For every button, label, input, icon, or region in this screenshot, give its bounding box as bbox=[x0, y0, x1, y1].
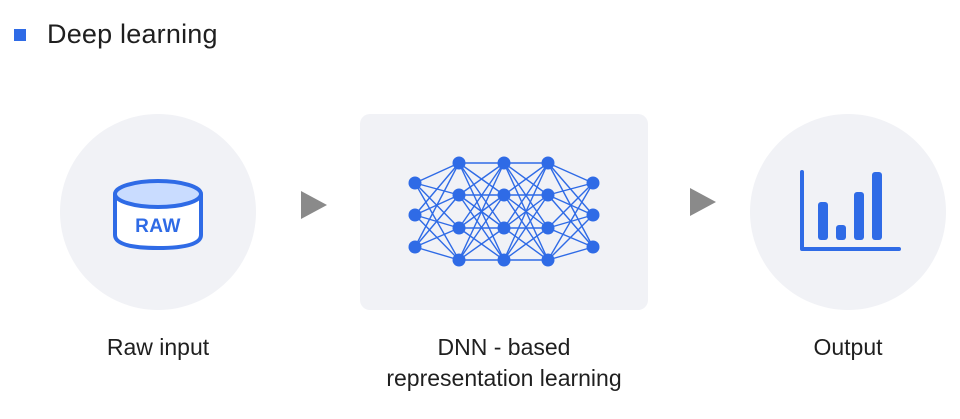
nn-node bbox=[452, 188, 466, 202]
nn-connection bbox=[414, 162, 460, 184]
raw-input-label: Raw input bbox=[106, 334, 210, 360]
nn-connection bbox=[547, 214, 594, 261]
bullet-square-icon bbox=[14, 29, 26, 41]
nn-connection bbox=[458, 162, 505, 261]
nn-connection bbox=[547, 182, 594, 229]
nn-node bbox=[408, 208, 422, 222]
nn-node bbox=[586, 240, 600, 254]
nn-connection bbox=[547, 162, 594, 184]
nn-connection bbox=[414, 227, 460, 248]
nn-node bbox=[586, 176, 600, 190]
output-panel bbox=[750, 114, 946, 310]
section-header: Deep learning bbox=[14, 14, 218, 54]
nn-connection bbox=[503, 194, 549, 261]
nn-connection bbox=[458, 162, 505, 229]
raw-icon-text: RAW bbox=[135, 216, 181, 237]
nn-node bbox=[452, 156, 466, 170]
nn-connection bbox=[414, 246, 460, 261]
nn-connection bbox=[503, 162, 549, 261]
nn-node bbox=[541, 188, 555, 202]
output-label: Output bbox=[813, 334, 883, 360]
nn-connection bbox=[414, 162, 460, 216]
nn-connection bbox=[458, 227, 505, 261]
nn-connection bbox=[503, 162, 549, 196]
bar-chart-icon bbox=[800, 170, 901, 251]
nn-connections bbox=[414, 162, 594, 261]
nn-connection bbox=[547, 182, 594, 261]
dnn-label-line2: representation learning bbox=[386, 365, 622, 391]
nn-node bbox=[541, 221, 555, 235]
section-title: Deep learning bbox=[47, 18, 218, 49]
nn-node bbox=[497, 253, 511, 267]
neural-network-icon bbox=[408, 156, 600, 267]
nn-node bbox=[586, 208, 600, 222]
database-raw-icon: RAW bbox=[113, 179, 203, 250]
dnn-panel bbox=[360, 114, 648, 310]
nn-connection bbox=[414, 194, 460, 248]
nn-node bbox=[452, 221, 466, 235]
arrow-right-icon bbox=[301, 191, 327, 219]
nn-node bbox=[408, 240, 422, 254]
arrow-right-icon bbox=[690, 188, 716, 216]
dnn-label: DNN - based representation learning bbox=[354, 332, 654, 394]
nn-connection bbox=[547, 246, 594, 261]
nn-node bbox=[497, 221, 511, 235]
nn-nodes bbox=[408, 156, 600, 267]
nn-node bbox=[497, 156, 511, 170]
raw-input-panel: RAW bbox=[60, 114, 256, 310]
nn-connection bbox=[414, 162, 460, 248]
nn-node bbox=[541, 156, 555, 170]
nn-connection bbox=[458, 162, 505, 196]
nn-connection bbox=[547, 182, 594, 196]
nn-node bbox=[408, 176, 422, 190]
nn-connection bbox=[503, 162, 549, 229]
nn-connection bbox=[503, 227, 549, 261]
nn-node bbox=[452, 253, 466, 267]
nn-node bbox=[497, 188, 511, 202]
nn-connection bbox=[458, 194, 505, 261]
nn-node bbox=[541, 253, 555, 267]
dnn-label-line1: DNN - based bbox=[437, 334, 571, 360]
